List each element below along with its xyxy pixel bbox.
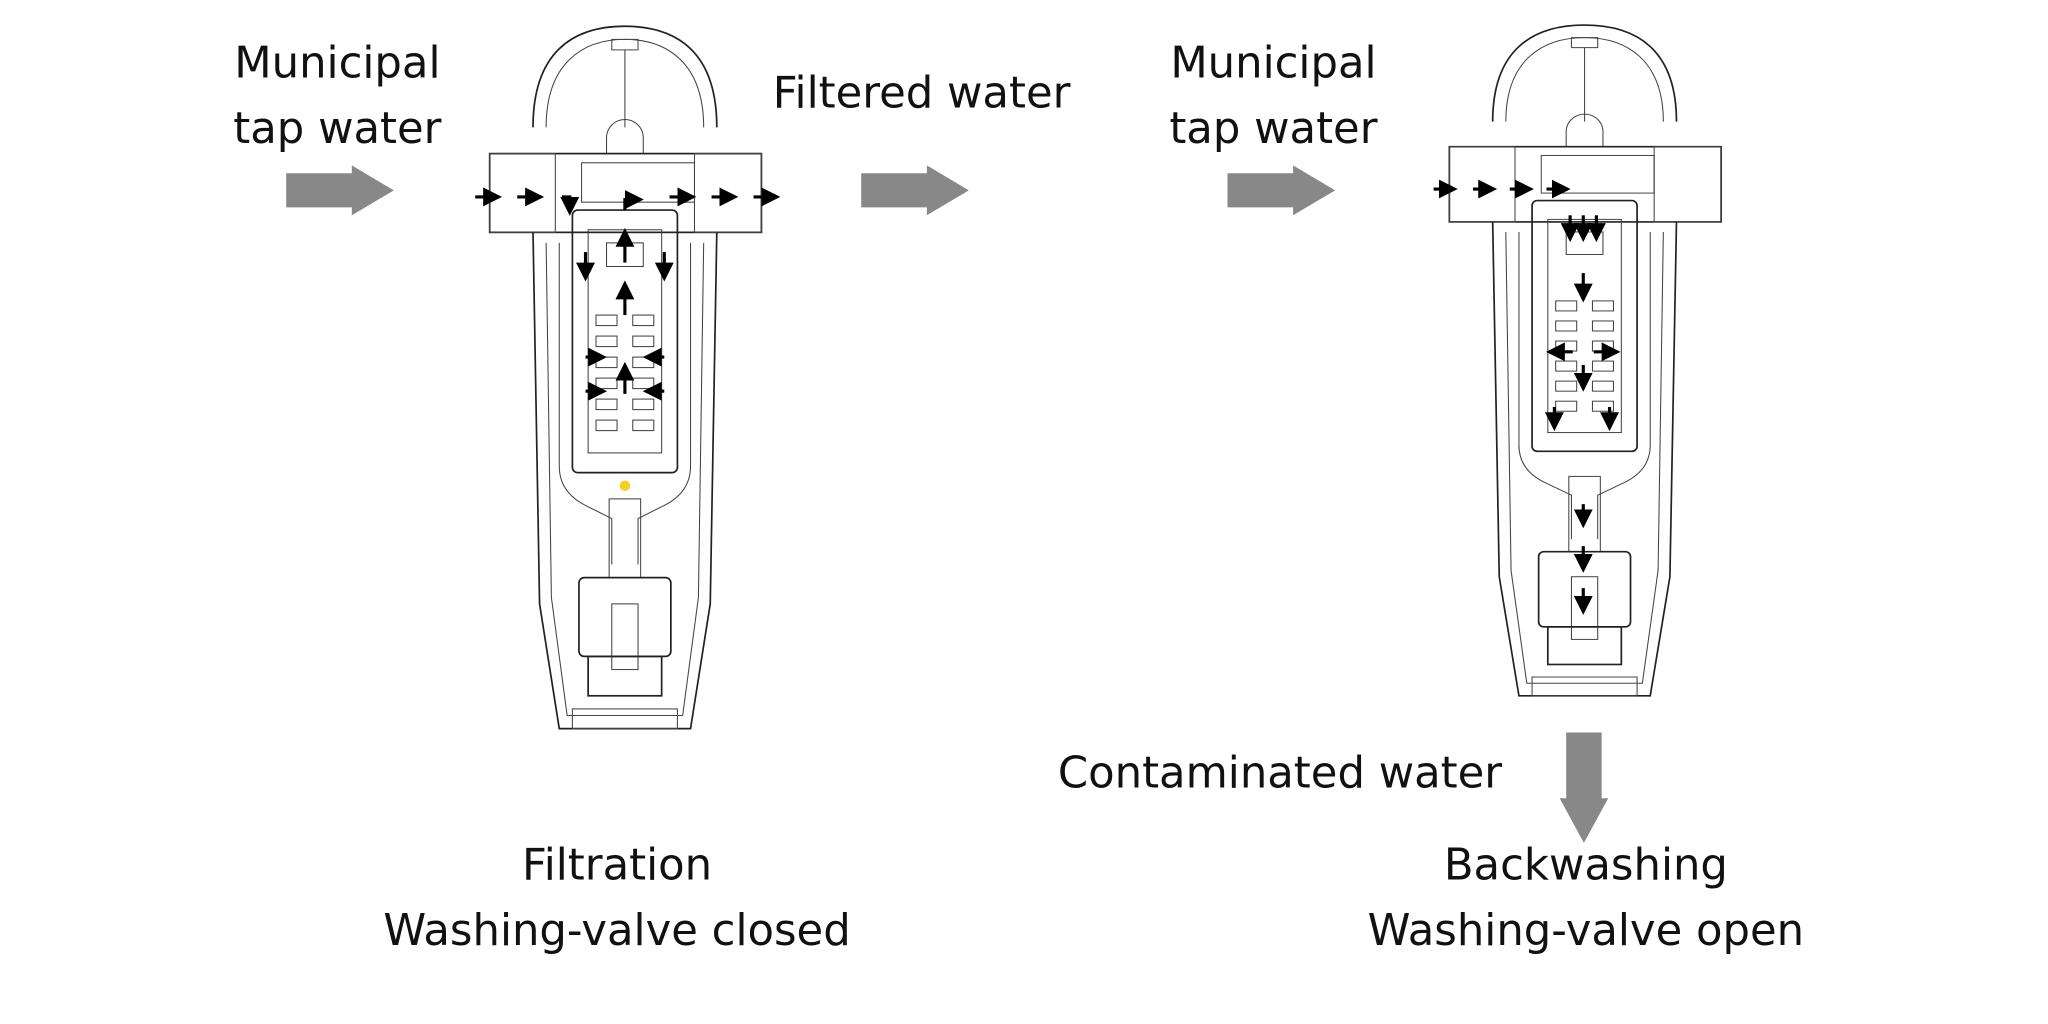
flow-arrows xyxy=(475,187,781,401)
valve-state-open: Washing-valve open xyxy=(1368,906,1804,956)
outlet-arrow xyxy=(861,165,969,216)
inlet-arrow-right xyxy=(1227,165,1336,216)
inlet-label-line1: Municipal xyxy=(234,38,440,88)
inlet-label-line2: tap water xyxy=(233,104,441,154)
valve-indicator xyxy=(619,480,631,491)
outlet-label: Filtered water xyxy=(773,69,1071,119)
mode-title-filtration: Filtration xyxy=(522,841,712,891)
valve-state-closed: Washing-valve closed xyxy=(383,906,850,956)
inlet-label-line2: tap water xyxy=(1169,104,1377,154)
inlet-label-line1: Municipal xyxy=(1170,38,1376,88)
flow-arrows xyxy=(1433,179,1621,615)
inlet-arrow-left xyxy=(286,165,394,216)
mode-title-backwashing: Backwashing xyxy=(1444,841,1728,891)
drain-arrow xyxy=(1559,732,1609,843)
drain-label: Contaminated water xyxy=(1058,749,1502,799)
filter-filtration xyxy=(475,25,781,730)
filter-backwashing xyxy=(1433,24,1722,697)
